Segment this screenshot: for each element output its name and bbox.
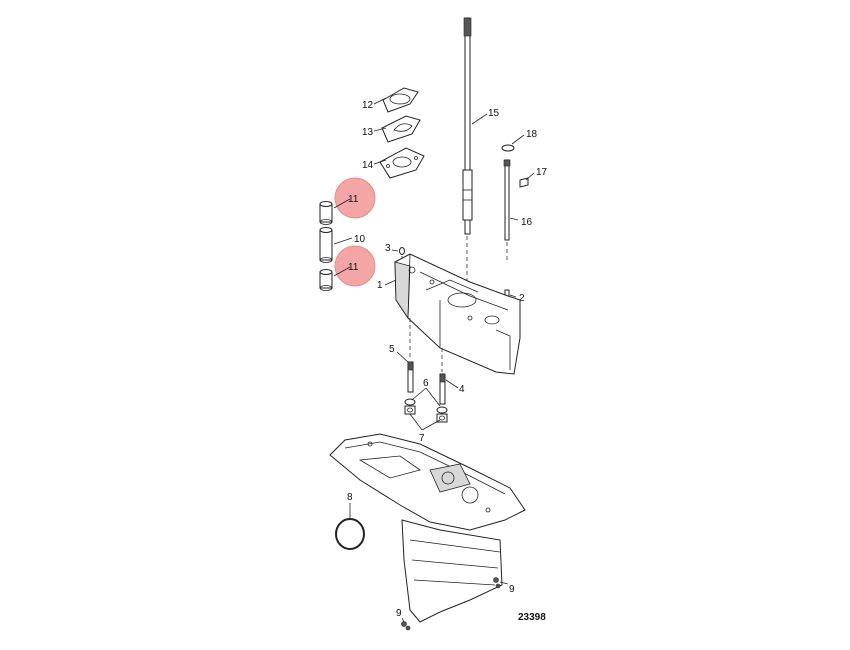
o-ring-18[interactable]	[501, 144, 515, 152]
callout-3: 3	[385, 243, 391, 254]
callout-8: 8	[347, 492, 353, 503]
shift-rod-16[interactable]	[503, 159, 511, 241]
driveshaft-housing-1[interactable]	[394, 253, 521, 375]
gasket-12[interactable]	[382, 87, 419, 113]
clip-17[interactable]	[519, 177, 529, 188]
pin-3[interactable]	[399, 247, 405, 255]
callout-9-left: 9	[396, 608, 402, 619]
washer-6-left[interactable]	[404, 398, 416, 406]
stud-4[interactable]	[439, 373, 446, 405]
nut-7-left[interactable]	[404, 405, 416, 415]
diagram-reference-number: 23398	[518, 612, 546, 623]
o-ring-8[interactable]	[335, 518, 365, 550]
gasket-14[interactable]	[379, 147, 425, 179]
callout-18: 18	[526, 129, 538, 140]
leader-lines	[333, 97, 535, 623]
bushing-11-lower[interactable]	[319, 269, 333, 291]
highlight-circle-11-lower[interactable]	[334, 245, 376, 287]
gear-housing[interactable]	[329, 433, 526, 623]
stud-5[interactable]	[407, 361, 414, 393]
callout-11-lower: 11	[348, 262, 359, 273]
callout-13: 13	[362, 127, 374, 138]
callout-2: 2	[519, 293, 525, 304]
plate-13[interactable]	[381, 115, 421, 143]
callout-4: 4	[459, 384, 465, 395]
highlight-circle-11-upper[interactable]	[334, 177, 376, 219]
washer-6-right[interactable]	[436, 406, 448, 414]
bushing-11-upper[interactable]	[319, 201, 333, 225]
nut-7-right[interactable]	[436, 413, 448, 423]
screw-9-left[interactable]	[401, 621, 411, 631]
callout-5: 5	[389, 344, 395, 355]
callout-10: 10	[354, 234, 366, 245]
callout-1: 1	[377, 280, 383, 291]
callout-15: 15	[488, 108, 500, 119]
callout-9-right: 9	[509, 584, 515, 595]
callout-11-upper: 11	[348, 194, 359, 205]
callout-7: 7	[419, 433, 425, 444]
callout-17: 17	[536, 167, 548, 178]
tube-10[interactable]	[319, 227, 333, 263]
callout-14: 14	[362, 160, 374, 171]
callout-6: 6	[423, 378, 429, 389]
callout-16: 16	[521, 217, 533, 228]
callout-12: 12	[362, 100, 374, 111]
driveshaft-15[interactable]	[462, 17, 473, 235]
screw-9-right[interactable]	[493, 577, 501, 589]
